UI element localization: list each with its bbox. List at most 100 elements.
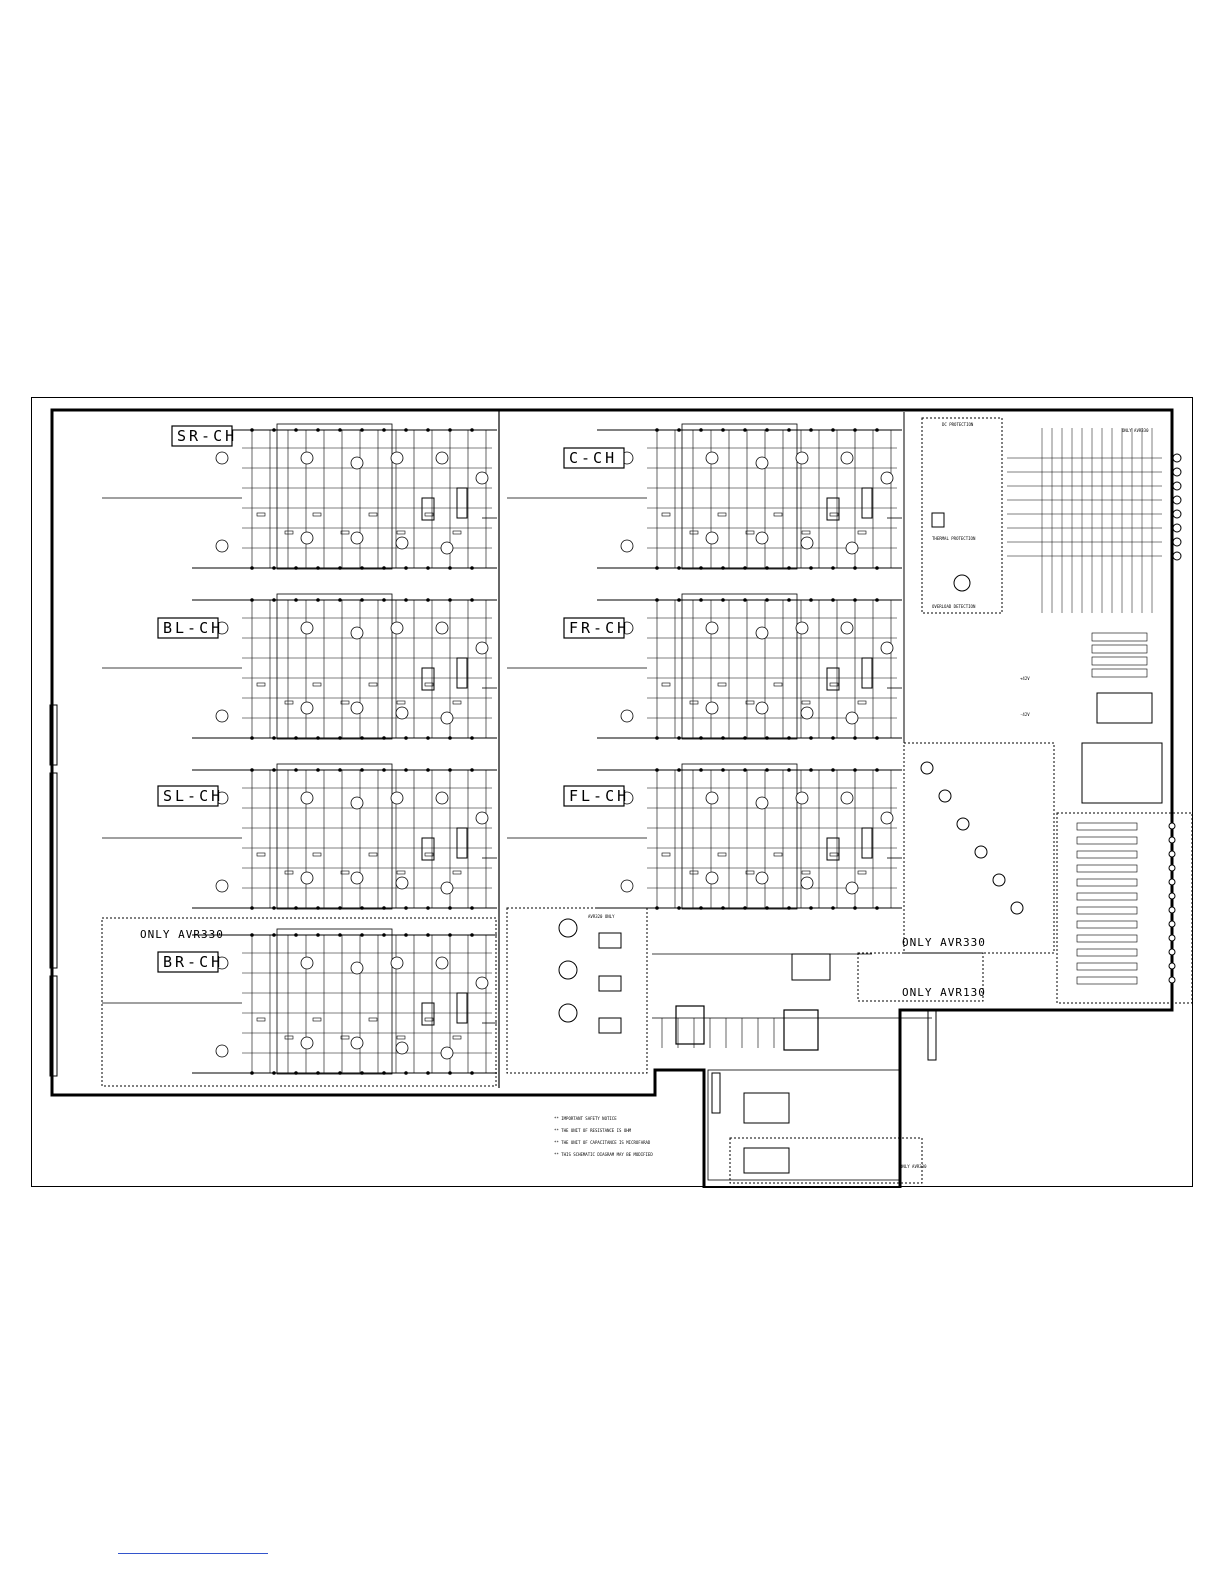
channel-label-fl: FL-CH	[563, 785, 629, 807]
transistor	[390, 956, 404, 970]
junction-dot	[470, 906, 474, 910]
junction-dot	[831, 598, 835, 602]
transistor	[435, 956, 449, 970]
junction-dot	[809, 428, 813, 432]
transistor	[300, 701, 314, 715]
junction-dot	[677, 428, 681, 432]
component-stub	[661, 512, 671, 517]
junction-dot	[743, 598, 747, 602]
speaker-jack	[1172, 453, 1182, 463]
channel-label-text: BL-CH	[163, 619, 223, 637]
junction-dot	[721, 736, 725, 740]
junction-dot	[250, 933, 254, 937]
junction-dot	[655, 598, 659, 602]
junction-dot	[721, 566, 725, 570]
component-stub	[745, 530, 755, 535]
component-stub	[661, 852, 671, 857]
junction-dot	[470, 768, 474, 772]
transistor	[350, 961, 364, 975]
junction-dot	[699, 736, 703, 740]
transistor	[440, 1046, 454, 1060]
output-terminal	[1168, 864, 1176, 872]
junction-dot	[655, 428, 659, 432]
junction-dot	[294, 768, 298, 772]
transistor	[840, 621, 854, 635]
junction-dot	[272, 933, 276, 937]
junction-dot	[338, 598, 342, 602]
channel-label-sr: SR-CH	[171, 425, 234, 447]
transistor	[755, 456, 769, 470]
channel-label-text: FL-CH	[569, 787, 629, 805]
junction-dot	[360, 1071, 364, 1075]
junction-dot	[404, 566, 408, 570]
transistor	[390, 621, 404, 635]
speaker-jack	[1172, 509, 1182, 519]
transistor	[300, 451, 314, 465]
output-terminal	[1168, 850, 1176, 858]
junction-dot	[426, 736, 430, 740]
junction-dot	[426, 933, 430, 937]
component-stub	[284, 530, 294, 535]
output-terminal	[1168, 976, 1176, 984]
component-stub	[801, 530, 811, 535]
output-resistor	[456, 487, 468, 519]
component-stub	[689, 530, 699, 535]
resistor-row	[1076, 864, 1138, 873]
junction-dot	[470, 428, 474, 432]
resistor-pack	[421, 497, 435, 521]
junction-dot	[426, 768, 430, 772]
channel-block-fr	[507, 593, 902, 740]
junction-dot	[294, 736, 298, 740]
component-stub	[773, 682, 783, 687]
junction-dot	[338, 736, 342, 740]
component-stub	[424, 852, 434, 857]
resistor-pack	[421, 837, 435, 861]
junction-dot	[382, 566, 386, 570]
transistor	[705, 621, 719, 635]
transistor	[845, 711, 859, 725]
component-stub	[424, 682, 434, 687]
label-only-avr330-top: ONLY AVR330	[1122, 428, 1149, 433]
junction-dot	[294, 428, 298, 432]
junction-dot	[360, 598, 364, 602]
relay-contact	[1091, 644, 1148, 654]
transistor	[620, 879, 634, 893]
junction-dot	[655, 736, 659, 740]
junction-dot	[448, 933, 452, 937]
label-overload-detection: OVERLOAD DETECTION	[932, 604, 976, 609]
transistor	[440, 881, 454, 895]
junction-dot	[426, 566, 430, 570]
transistor	[1010, 901, 1024, 915]
component-stub	[368, 1017, 378, 1022]
junction-dot	[250, 598, 254, 602]
label-avr320-only: AVR320 ONLY	[588, 914, 615, 919]
label-thermal-protection: THERMAL PROTECTION	[932, 536, 976, 541]
junction-dot	[743, 736, 747, 740]
note-line: ** THE UNIT OF RESISTANCE IS OHM	[554, 1128, 632, 1133]
sub-board	[707, 1069, 901, 1181]
component-stub	[340, 1035, 350, 1040]
junction-dot	[316, 598, 320, 602]
component-stub	[717, 852, 727, 857]
junction-dot	[470, 566, 474, 570]
junction-dot	[875, 566, 879, 570]
component-stub	[452, 870, 462, 875]
transistor	[755, 701, 769, 715]
component-stub	[396, 870, 406, 875]
label-only-avr330-right: ONLY AVR330	[902, 936, 986, 949]
transistor	[395, 876, 409, 890]
connector-cn902	[49, 772, 58, 969]
region-bottom-avr330	[729, 1137, 923, 1184]
transistor	[755, 871, 769, 885]
junction-dot	[250, 1071, 254, 1075]
junction-dot	[360, 768, 364, 772]
junction-dot	[382, 933, 386, 937]
speaker-jack	[1172, 537, 1182, 547]
transistor	[558, 1003, 578, 1023]
component-stub	[829, 852, 839, 857]
junction-dot	[809, 736, 813, 740]
junction-dot	[272, 566, 276, 570]
footer-link-underline[interactable]	[118, 1553, 268, 1554]
junction-dot	[360, 736, 364, 740]
